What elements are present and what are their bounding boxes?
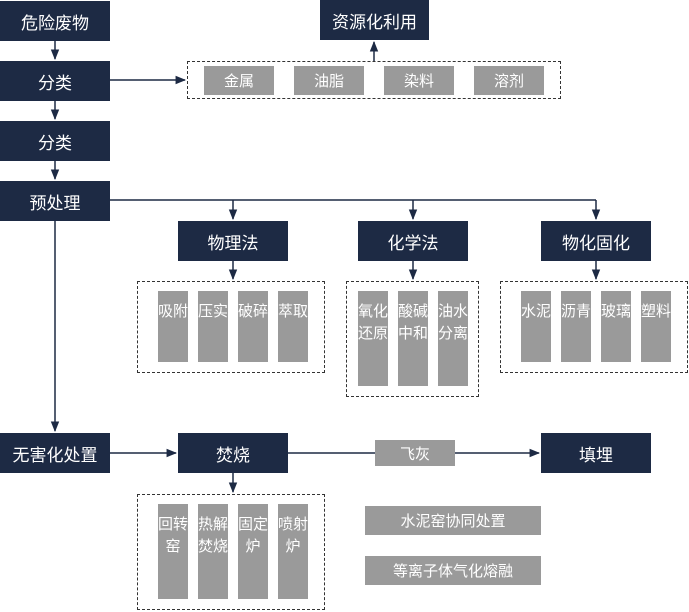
incineration-item-fixed-furnace: 固定炉 [238, 504, 268, 599]
incineration-item-rotary-kiln: 回转窑 [158, 504, 188, 599]
resource-item-solvent: 溶剂 [474, 66, 544, 95]
other-disposal-cement-kiln: 水泥窑协同处置 [365, 506, 541, 535]
node-physical-method: 物理法 [178, 221, 288, 261]
node-classify-2: 分类 [0, 121, 110, 161]
node-hazardous-waste: 危险废物 [0, 1, 110, 41]
solidification-items-group [500, 281, 688, 373]
chemical-item-neutralization: 酸碱中和 [398, 291, 428, 386]
node-harmless-disposal: 无害化处置 [0, 433, 110, 473]
node-incineration: 焚烧 [178, 433, 288, 473]
resource-item-grease: 油脂 [294, 66, 364, 95]
solidification-item-cement: 水泥 [521, 291, 551, 362]
resource-item-dye: 染料 [384, 66, 454, 95]
node-physicochemical-solidification: 物化固化 [541, 221, 651, 261]
chemical-items-group [346, 281, 479, 397]
incineration-item-pyrolysis: 热解焚烧 [198, 504, 228, 599]
physical-item-compaction: 压实 [198, 291, 228, 362]
solidification-item-asphalt: 沥青 [561, 291, 591, 362]
chemical-item-oil-water-separation: 油水分离 [438, 291, 468, 386]
node-resource-utilization: 资源化利用 [320, 0, 429, 40]
chemical-item-redox: 氧化还原 [358, 291, 388, 386]
solidification-item-glass: 玻璃 [601, 291, 631, 362]
node-fly-ash: 飞灰 [375, 440, 455, 466]
node-chemical-method: 化学法 [358, 221, 468, 261]
physical-item-adsorption: 吸附 [158, 291, 188, 362]
incineration-items-group [137, 494, 325, 610]
node-pretreatment: 预处理 [0, 181, 110, 221]
incineration-item-injection-furnace: 喷射炉 [278, 504, 308, 599]
node-classify-1: 分类 [0, 61, 110, 101]
resource-item-metal: 金属 [204, 66, 274, 95]
solidification-item-plastic: 塑料 [641, 291, 671, 362]
resource-items-group [187, 61, 561, 99]
node-landfill: 填埋 [541, 433, 651, 473]
physical-items-group [137, 281, 325, 373]
other-disposal-plasma-gasification: 等离子体气化熔融 [365, 556, 541, 585]
physical-item-crushing: 破碎 [238, 291, 268, 362]
physical-item-extraction: 萃取 [278, 291, 308, 362]
